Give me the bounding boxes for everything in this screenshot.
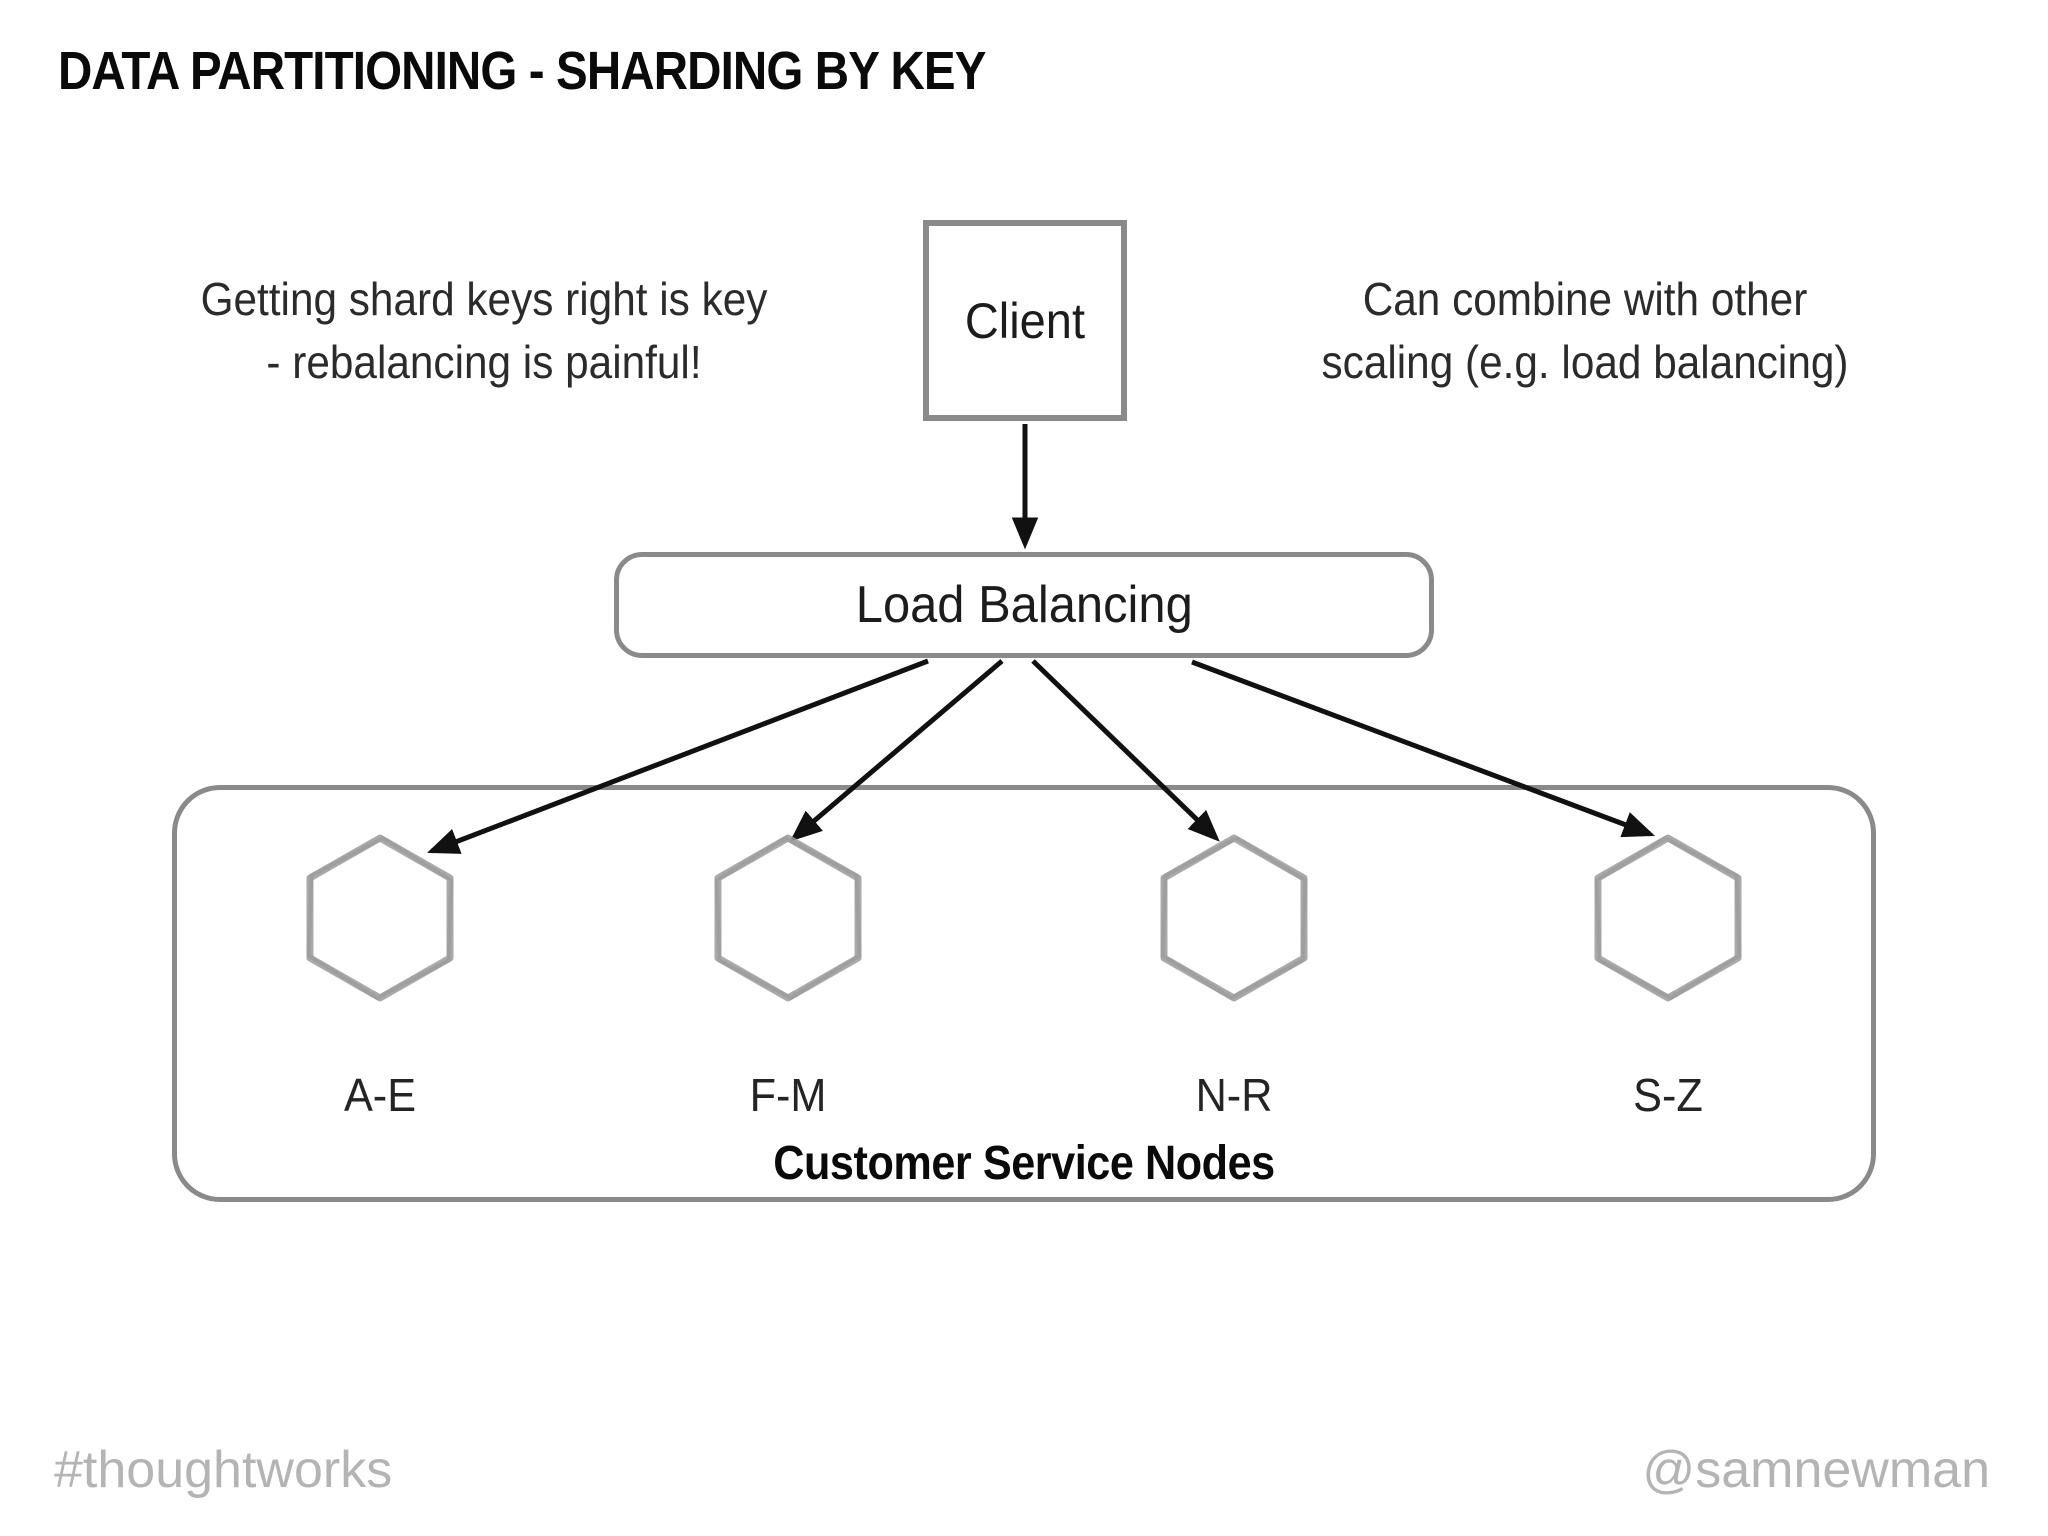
customer-service-nodes-title: Customer Service Nodes (773, 1137, 1275, 1190)
shard-label-fm: F-M (749, 1069, 827, 1121)
customer-service-nodes-group (172, 785, 1876, 1202)
shard-label-sz: S-Z (1633, 1069, 1703, 1121)
note-shard-keys: Getting shard keys right is key - rebala… (180, 268, 787, 394)
client-node: Client (923, 220, 1127, 421)
footer-hashtag: #thoughtworks (54, 1441, 393, 1499)
note-combine-scaling: Can combine with other scaling (e.g. loa… (1281, 268, 1888, 394)
shard-label-nr: N-R (1195, 1069, 1273, 1121)
load-balancer-label: Load Balancing (855, 576, 1193, 634)
load-balancer-node: Load Balancing (614, 552, 1434, 658)
note-shard-keys-line1: Getting shard keys right is key (200, 273, 768, 325)
client-node-label: Client (964, 292, 1086, 349)
note-combine-scaling-line1: Can combine with other (1362, 273, 1808, 325)
footer-handle: @samnewman (1642, 1441, 1990, 1499)
slide-title: DATA PARTITIONING - SHARDING BY KEY (58, 41, 986, 101)
note-shard-keys-line2: - rebalancing is painful! (266, 336, 702, 388)
note-combine-scaling-line2: scaling (e.g. load balancing) (1321, 336, 1849, 388)
shard-label-ae: A-E (343, 1069, 417, 1121)
